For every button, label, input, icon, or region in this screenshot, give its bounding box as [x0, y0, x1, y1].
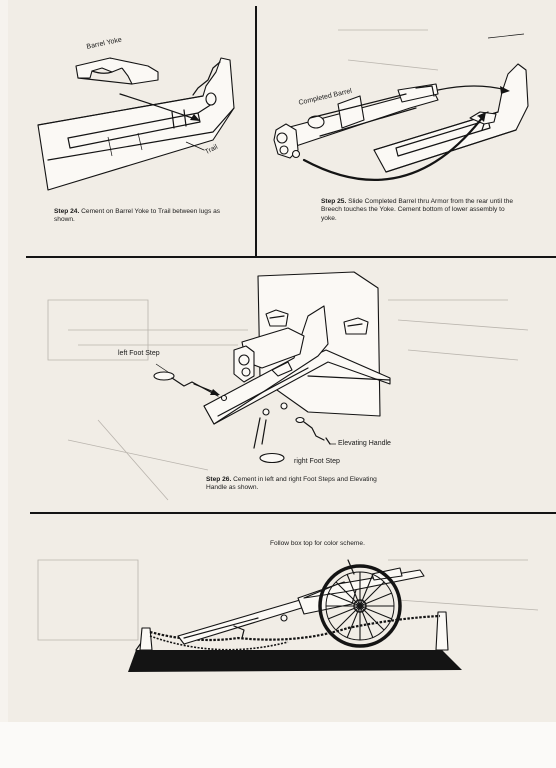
barrel-yoke-part [75, 57, 159, 85]
placement-arrow [119, 93, 199, 121]
field-gun-model [177, 559, 425, 648]
finished-model-illustration [128, 559, 462, 672]
step-26-text: Cement in left and right Foot Steps and … [206, 476, 377, 492]
step-25-number: Step 25. [321, 198, 347, 205]
left-foot-step-label: left Foot Step [118, 350, 160, 357]
right-foot-step-part [253, 402, 288, 464]
trail-assembly-right [373, 63, 529, 173]
right-foot-step-label: right Foot Step [294, 458, 340, 465]
elevating-handle-label: Elevating Handle [338, 440, 391, 447]
arrowhead-lower [478, 112, 486, 122]
barrel-breech [233, 327, 305, 383]
step-26-instruction: Step 26. Cement in left and right Foot S… [206, 476, 386, 493]
corner-mark [487, 33, 525, 39]
barrel-slide-arrow-lower [302, 116, 484, 181]
step-24-text: Cement on Barrel Yoke to Trail between l… [54, 208, 221, 224]
step-24-number: Step 24. [54, 208, 80, 215]
completed-barrel-illustration [273, 33, 529, 181]
horizontal-rule-top [26, 256, 556, 258]
trail-assembly [37, 57, 235, 191]
left-step-arrow [193, 383, 215, 393]
trail-leader [185, 141, 205, 151]
horizontal-rule-bottom [30, 512, 556, 514]
left-foot-leader [155, 363, 169, 373]
left-foot-step-part [153, 371, 228, 402]
foot-step-illustration [153, 271, 391, 464]
barrel-slide-arrow-upper [437, 85, 507, 91]
left-step-arrowhead [210, 389, 220, 395]
instruction-sheet: Barrel Yoke Trail Step 24. Cement on Bar… [8, 0, 556, 722]
color-scheme-note: Follow box top for color scheme. [270, 540, 365, 547]
step-25-text: Slide Completed Barrel thru Armor from t… [321, 198, 514, 222]
step-25-instruction: Step 25. Slide Completed Barrel thru Arm… [321, 198, 517, 223]
arrowhead-upper [500, 86, 510, 94]
step-24-instruction: Step 24. Cement on Barrel Yoke to Trail … [54, 208, 234, 225]
trail-assembly-illustration [37, 57, 235, 191]
vertical-rule [255, 6, 257, 257]
elevating-handle-part [295, 416, 331, 445]
display-base [128, 611, 462, 672]
completed-barrel-part [273, 83, 439, 159]
arrowhead [190, 114, 200, 121]
bleed-through-marks [37, 29, 539, 641]
display-chain [149, 614, 441, 651]
page-bottom-margin [0, 722, 556, 768]
wheel [318, 564, 402, 648]
step-26-number: Step 26. [206, 476, 232, 483]
